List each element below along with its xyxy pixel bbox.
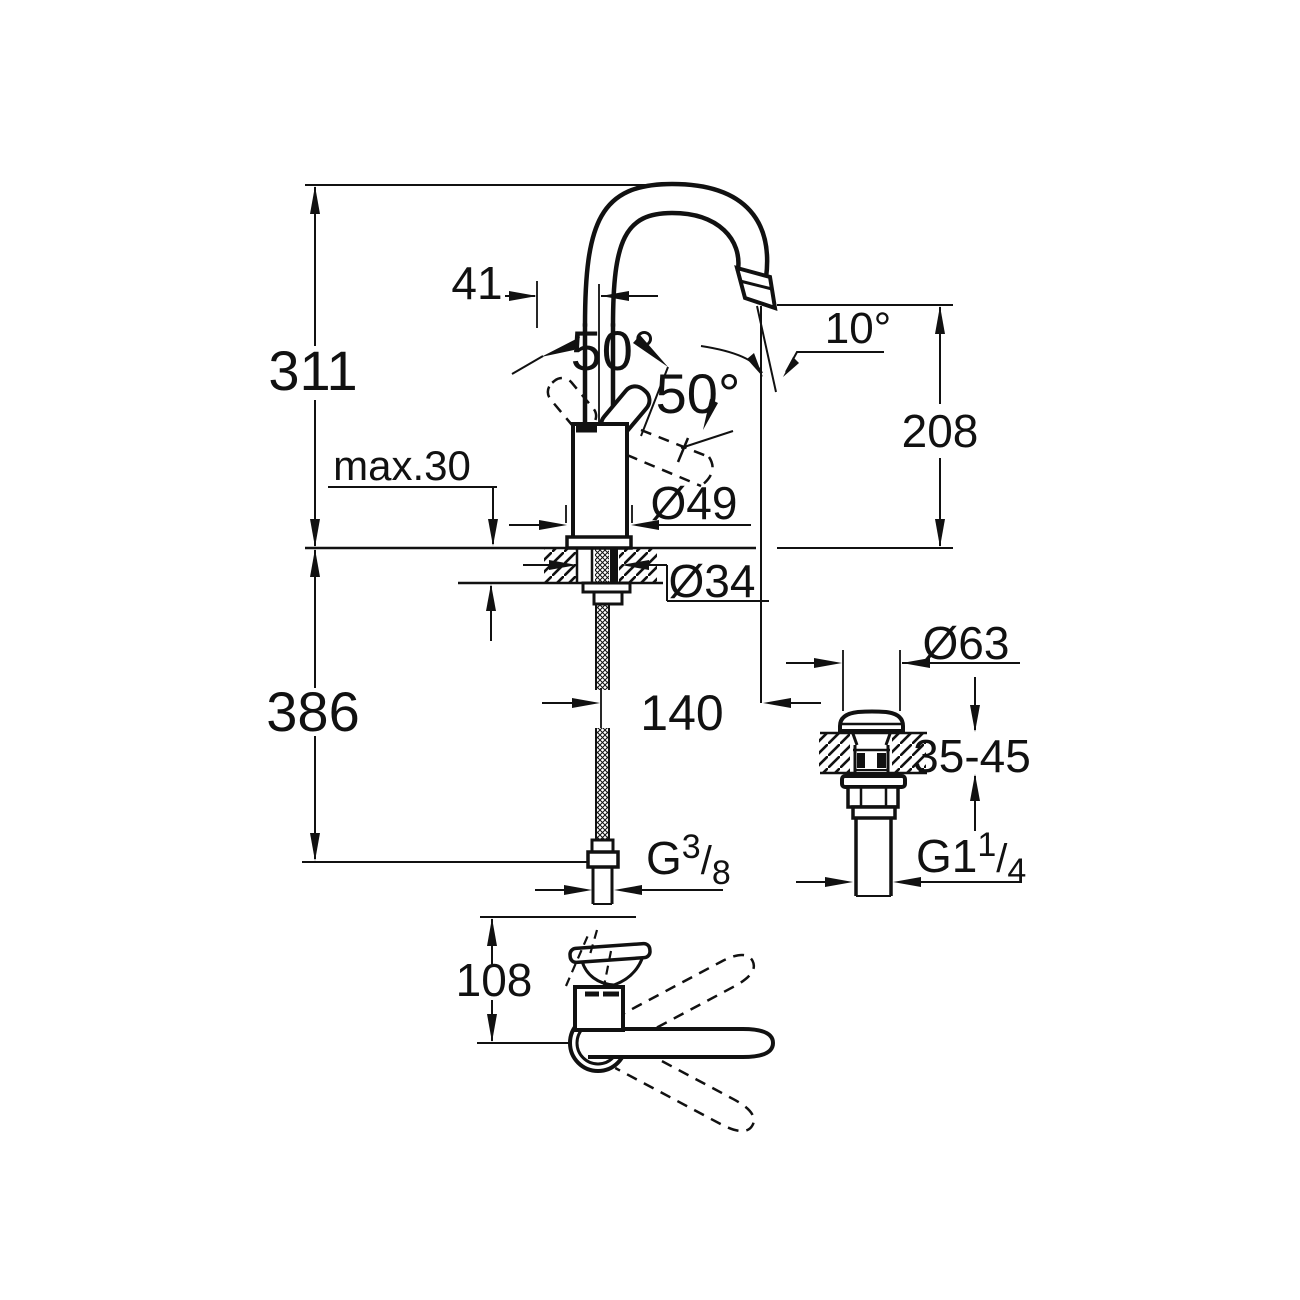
- basin-section: [819, 731, 927, 775]
- dim-waste-deck-range: 35-45: [913, 677, 1031, 831]
- aerator-seam: [739, 279, 773, 291]
- dim-max-deck-thickness: max.30: [328, 442, 498, 641]
- dim-total-height: 311: [268, 186, 358, 547]
- dim-waste-deck-range-label: 35-45: [913, 730, 1031, 782]
- waste-thread-label: G11/4: [916, 826, 1026, 890]
- dim-waste-cap-diameter: Ø63: [786, 617, 1020, 711]
- dim-outlet-height: 208: [777, 304, 979, 549]
- dim-outlet-reach-label: 140: [640, 685, 723, 741]
- side-view: 311 386 max.30 41: [266, 181, 979, 905]
- supply-thread-label: G3/8: [646, 828, 731, 892]
- hose-collar: [590, 838, 615, 854]
- spout-plan: [564, 929, 652, 987]
- angle-swivel-left-label: 50°: [571, 319, 656, 382]
- dim-handle-zone-label: 108: [456, 954, 533, 1006]
- waste-nut: [846, 785, 900, 809]
- dim-handle-zone: 108: [456, 916, 636, 1044]
- spout: [582, 181, 778, 540]
- spout-inner-wall: [610, 210, 741, 329]
- hose-connector-nut: [586, 850, 620, 869]
- dim-supply-thread: G3/8: [535, 828, 731, 895]
- dim-outlet-reach: 140: [542, 685, 821, 741]
- flexible-hose: [586, 605, 620, 905]
- popup-waste-view: Ø63: [786, 617, 1031, 897]
- angle-swivel-left: 50°: [511, 319, 669, 437]
- base-flange: [565, 535, 633, 550]
- dim-hose-length-label: 386: [266, 680, 359, 743]
- dim-shank-diameter-label: Ø34: [669, 555, 756, 607]
- dim-body-diameter: Ø49: [509, 477, 751, 530]
- angle-swivel-right-label: 50°: [656, 362, 741, 425]
- dim-spout-offset-label: 41: [451, 257, 502, 309]
- spout-outer-wall: [582, 181, 770, 329]
- waste-tailpipe: [854, 818, 893, 897]
- stream-line: [756, 305, 777, 393]
- dim-spout-offset: 41: [451, 257, 658, 328]
- waste-cap: [838, 709, 905, 733]
- plan-view: 108: [456, 916, 776, 1133]
- dim-body-diameter-label: Ø49: [651, 477, 738, 529]
- dim-max-deck-label: max.30: [333, 442, 471, 489]
- dim-waste-cap-label: Ø63: [923, 617, 1010, 669]
- angle-stream: 10°: [783, 304, 891, 377]
- lever-ghost-down: [614, 1042, 756, 1133]
- lever-ghost-up: [614, 953, 756, 1044]
- faucet-body: [571, 422, 629, 540]
- handle-ghost-down: [626, 428, 714, 488]
- dim-outlet-height-label: 208: [902, 405, 979, 457]
- dim-shank-diameter: Ø34: [523, 555, 769, 607]
- waste-body: [853, 745, 890, 776]
- dim-total-height-label: 311: [268, 339, 357, 402]
- lever-plan: [588, 1027, 776, 1059]
- mounting-nut: [592, 590, 624, 606]
- dim-hose-length: 386: [266, 549, 616, 863]
- aerator-tip: [734, 265, 778, 311]
- angle-stream-label: 10°: [825, 304, 892, 353]
- waste-collar: [851, 805, 897, 820]
- handle-ghost-left: [546, 376, 598, 432]
- angle-swivel-right: 50°: [656, 345, 763, 449]
- dim-waste-thread: G11/4: [796, 826, 1026, 890]
